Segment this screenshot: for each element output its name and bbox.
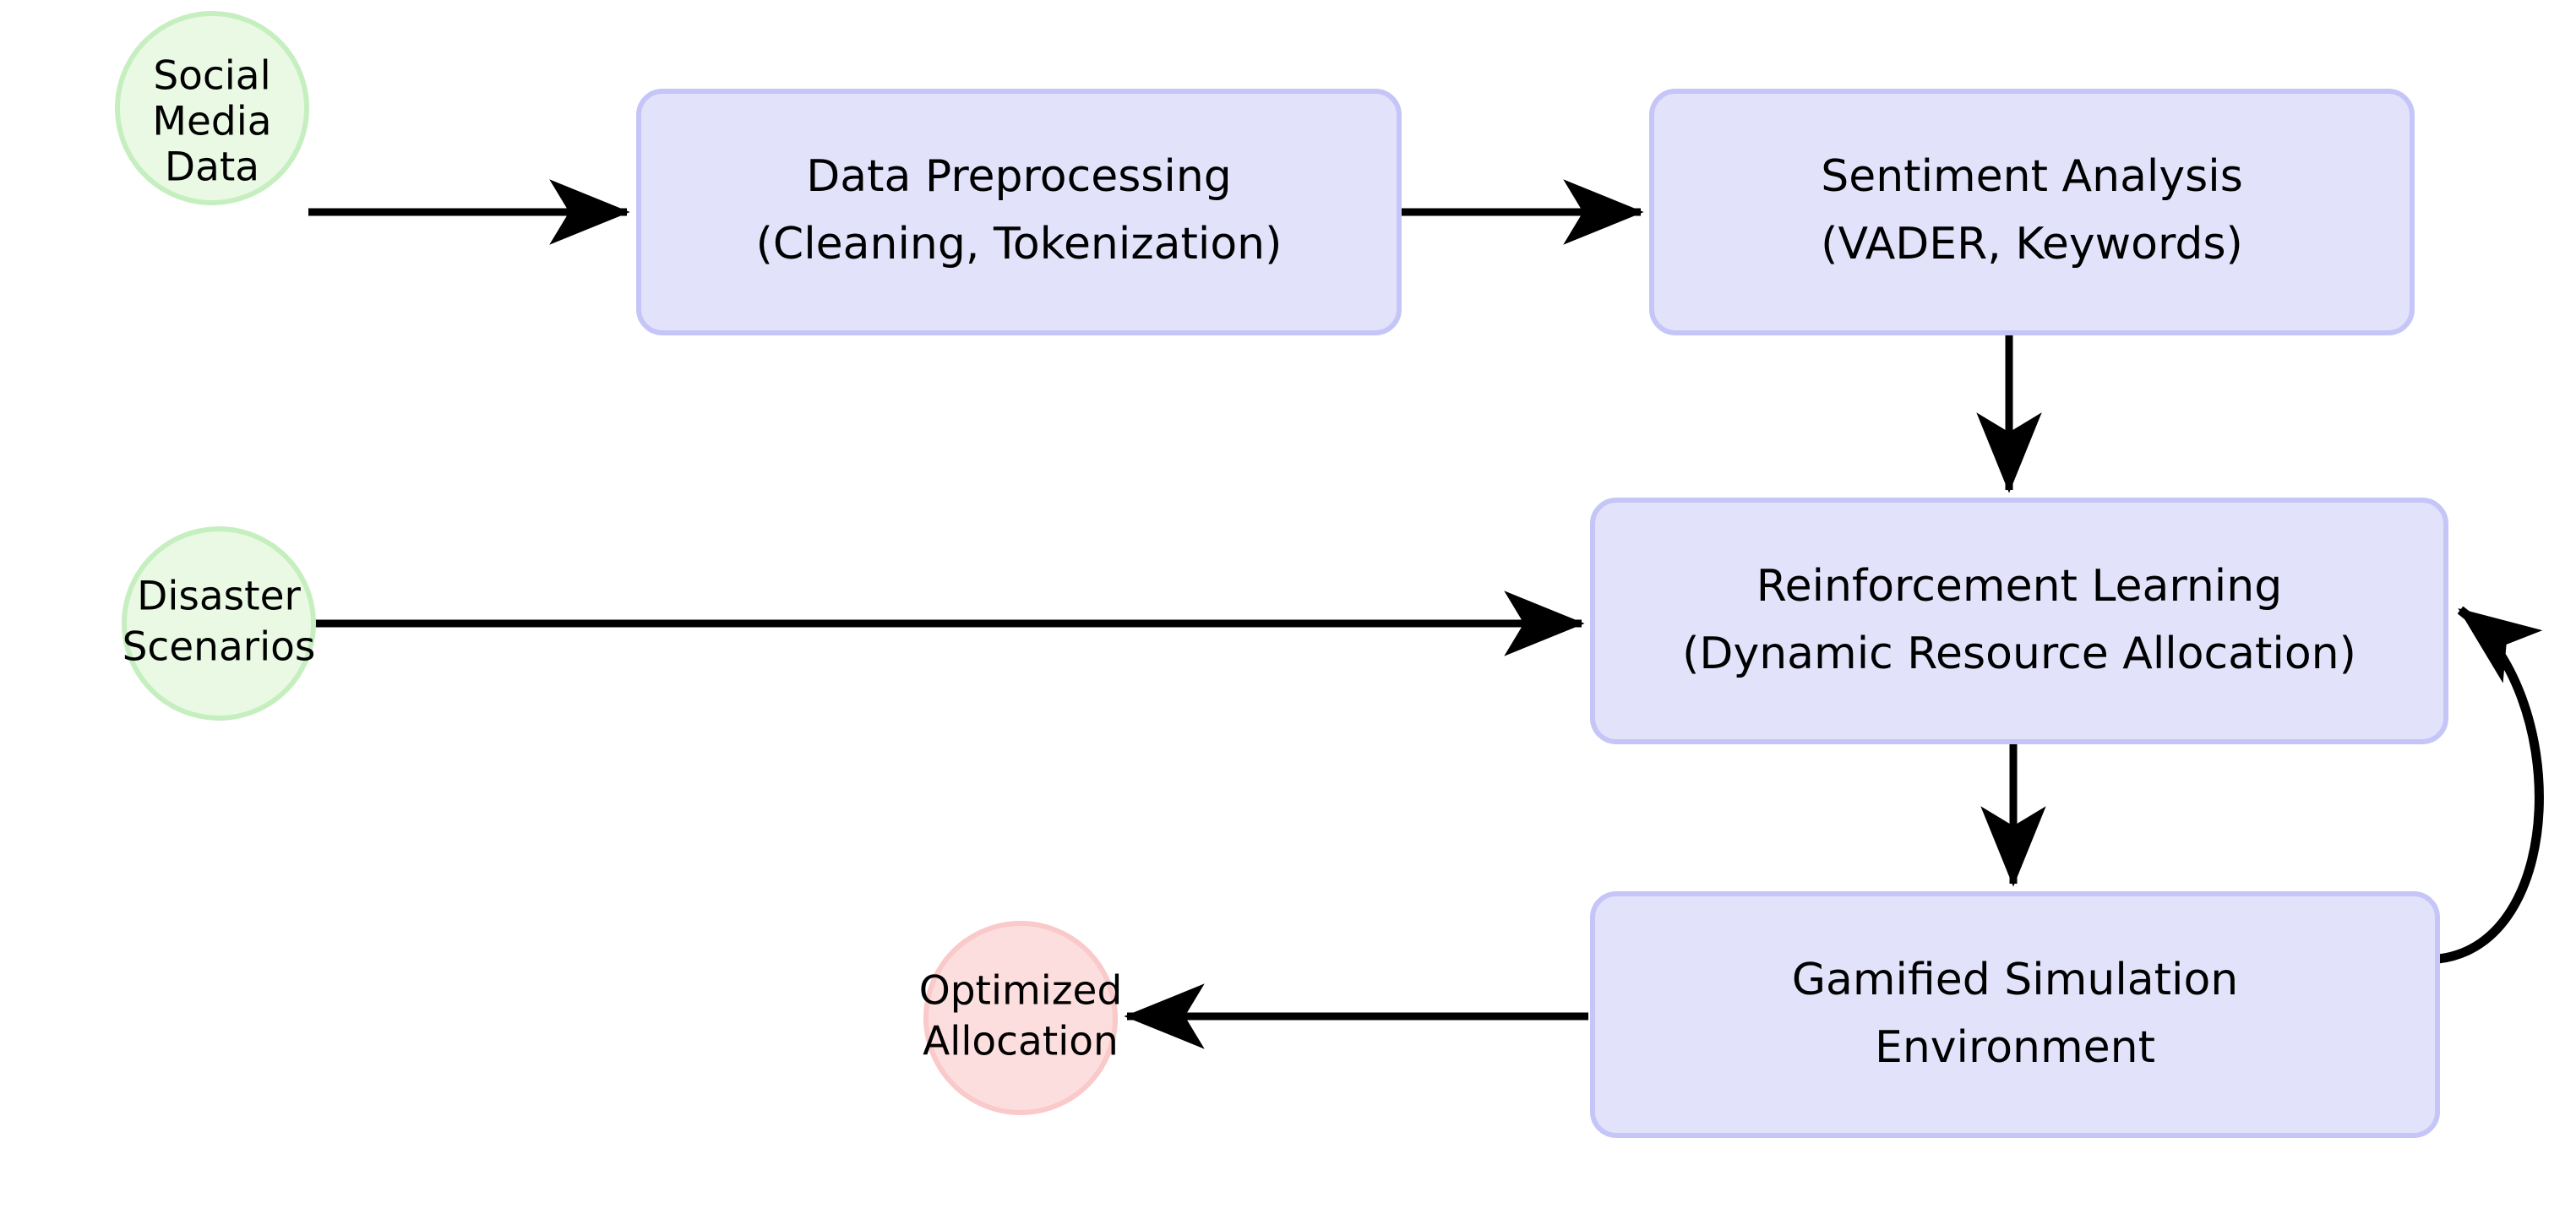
node-sentiment-analysis[interactable]: Sentiment Analysis (VADER, Keywords) bbox=[1649, 89, 2415, 335]
sentiment-analysis-label-line1: Sentiment Analysis bbox=[1821, 151, 2243, 202]
optimized-allocation-label-line2: Allocation bbox=[923, 1019, 1119, 1065]
sentiment-analysis-shape bbox=[1649, 89, 2415, 335]
disaster-scenarios-label-line2: Scenarios bbox=[123, 624, 316, 671]
data-preprocessing-label-line1: Data Preprocessing bbox=[806, 151, 1232, 202]
reinforcement-learning-label-line2: (Dynamic Resource Allocation) bbox=[1682, 629, 2356, 679]
data-preprocessing-label-line2: (Cleaning, Tokenization) bbox=[756, 219, 1283, 269]
sentiment-analysis-label-line2: (VADER, Keywords) bbox=[1821, 219, 2243, 269]
node-gamified-simulation[interactable]: Gamified Simulation Environment bbox=[1590, 891, 2440, 1138]
node-disaster-scenarios[interactable]: Disaster Scenarios bbox=[122, 526, 316, 721]
edges-layer bbox=[308, 179, 2544, 1049]
social-media-data-label-line1: Social bbox=[153, 53, 270, 100]
edge-gamified-feedback-to-rl bbox=[2437, 606, 2544, 964]
social-media-data-label-line2: Media bbox=[152, 99, 271, 145]
disaster-scenarios-label-line1: Disaster bbox=[137, 574, 301, 620]
gamified-simulation-shape bbox=[1590, 891, 2440, 1138]
node-optimized-allocation[interactable]: Optimized Allocation bbox=[919, 921, 1123, 1115]
node-reinforcement-learning[interactable]: Reinforcement Learning (Dynamic Resource… bbox=[1590, 498, 2448, 744]
optimized-allocation-shape bbox=[923, 921, 1118, 1115]
data-preprocessing-shape bbox=[636, 89, 1402, 335]
disaster-scenarios-shape bbox=[122, 526, 316, 721]
node-social-media-data[interactable]: Social Media Data bbox=[115, 11, 309, 205]
gamified-simulation-label-line2: Environment bbox=[1875, 1022, 2155, 1073]
reinforcement-learning-label-line1: Reinforcement Learning bbox=[1756, 561, 2282, 612]
gamified-simulation-label-line1: Gamified Simulation bbox=[1792, 955, 2239, 1005]
social-media-data-label-line3: Data bbox=[165, 144, 259, 191]
social-media-data-shape bbox=[115, 11, 309, 205]
optimized-allocation-label-line1: Optimized bbox=[919, 968, 1123, 1015]
reinforcement-learning-shape bbox=[1590, 498, 2448, 744]
node-data-preprocessing[interactable]: Data Preprocessing (Cleaning, Tokenizati… bbox=[636, 89, 1402, 335]
